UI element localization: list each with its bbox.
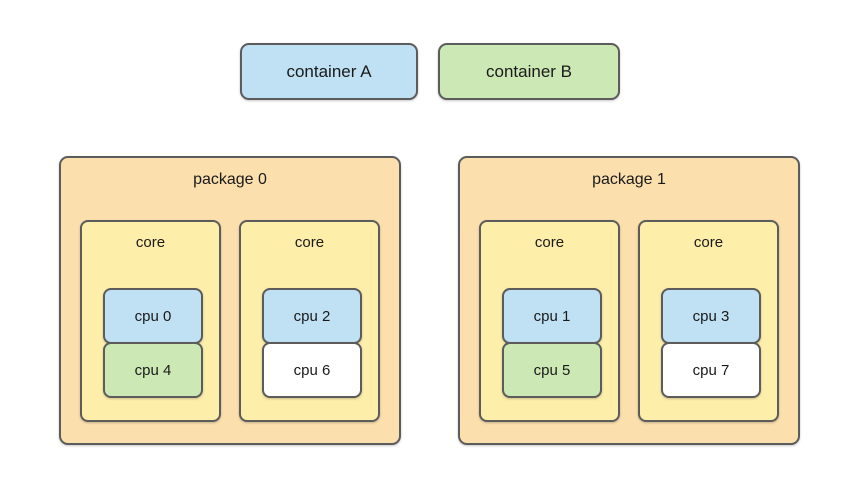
cpu-7: cpu 7 [661,342,761,398]
package-0-core-1-cpu-stack: cpu 2 cpu 6 [262,288,362,398]
cpu-6-label: cpu 6 [293,361,331,379]
legend-item-container-a: container A [240,43,418,100]
package-0-core-0: core cpu 0 cpu 4 [80,220,221,422]
cpu-3-label: cpu 3 [692,307,730,325]
cpu-5: cpu 5 [502,342,602,398]
cpu-0-label: cpu 0 [134,307,172,325]
cpu-1: cpu 1 [502,288,602,344]
package-1-core-1-cpu-stack: cpu 3 cpu 7 [661,288,761,398]
package-0-core-1-label: core [294,234,325,251]
package-0-core-1: core cpu 2 cpu 6 [239,220,380,422]
package-1-core-0-cpu-stack: cpu 1 cpu 5 [502,288,602,398]
cpu-7-label: cpu 7 [692,361,730,379]
legend-item-container-b: container B [438,43,620,100]
cpu-4-label: cpu 4 [134,361,172,379]
package-1: package 1 core cpu 1 cpu 5 core cpu 3 [458,156,800,445]
cpu-0: cpu 0 [103,288,203,344]
cpu-4: cpu 4 [103,342,203,398]
package-1-core-1-label: core [693,234,724,251]
legend-label-container-a: container A [286,61,372,81]
package-1-core-0: core cpu 1 cpu 5 [479,220,620,422]
package-0-core-0-label: core [135,234,166,251]
cpu-6: cpu 6 [262,342,362,398]
cpu-2: cpu 2 [262,288,362,344]
package-1-core-0-label: core [534,234,565,251]
legend-label-container-b: container B [486,61,572,81]
package-1-label: package 1 [592,171,666,188]
cpu-1-label: cpu 1 [533,307,571,325]
package-0-label: package 0 [193,171,267,188]
cpu-3: cpu 3 [661,288,761,344]
cpu-5-label: cpu 5 [533,361,571,379]
package-1-core-1: core cpu 3 cpu 7 [638,220,779,422]
cpu-2-label: cpu 2 [293,307,331,325]
package-0-core-0-cpu-stack: cpu 0 cpu 4 [103,288,203,398]
package-0: package 0 core cpu 0 cpu 4 core cpu 2 [59,156,401,445]
